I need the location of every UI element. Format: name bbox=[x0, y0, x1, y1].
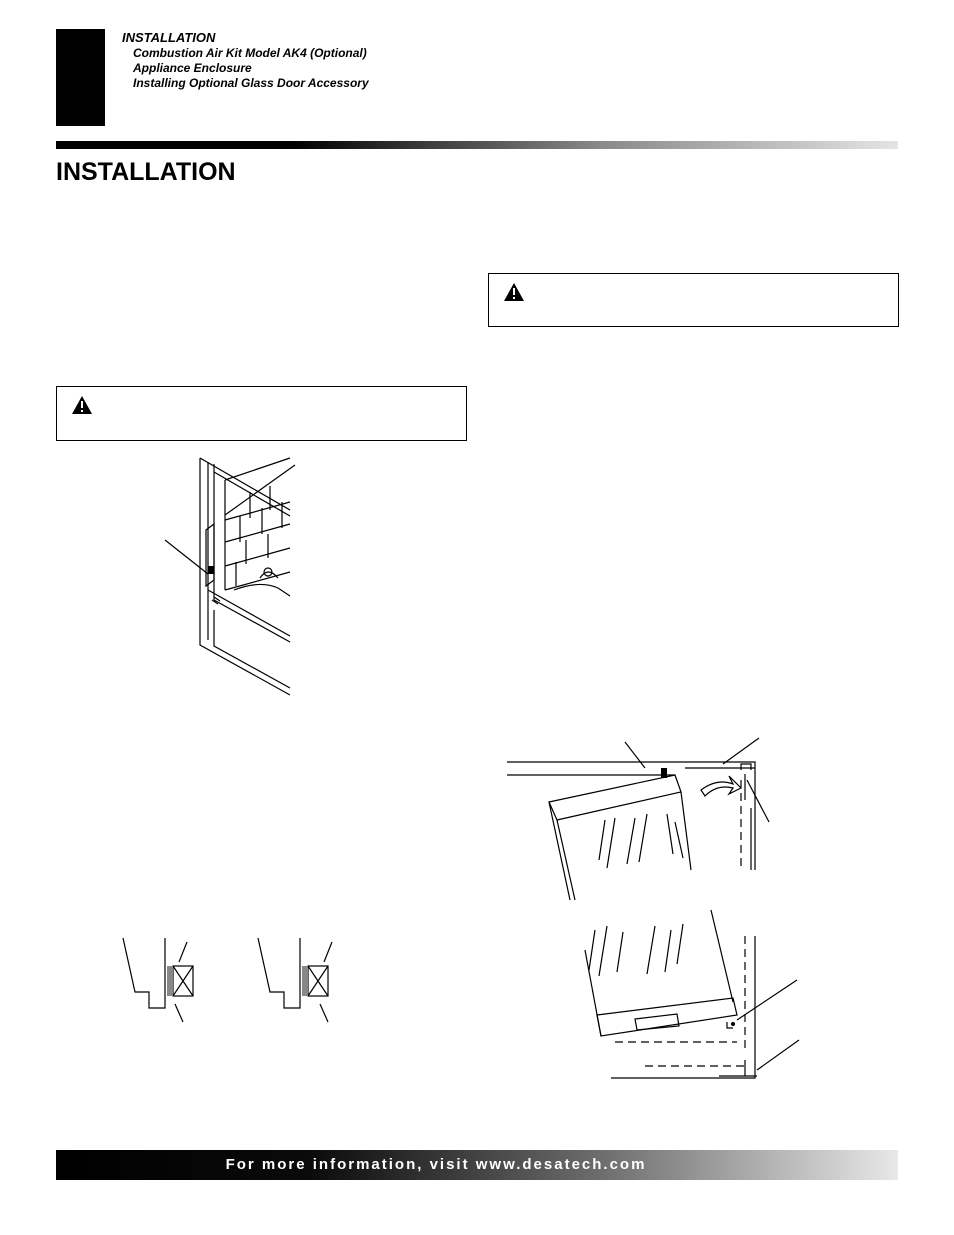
warning-triangle-icon bbox=[504, 283, 524, 301]
header-gradient-rule bbox=[56, 141, 898, 149]
header-toc: INSTALLATION Combustion Air Kit Model AK… bbox=[122, 30, 369, 91]
warning-box-left bbox=[56, 386, 467, 441]
toc-item[interactable]: Appliance Enclosure bbox=[133, 61, 252, 75]
warning-triangle-icon bbox=[72, 396, 92, 414]
section-tab-block bbox=[56, 29, 105, 126]
footer-bar: For more information, visit www.desatech… bbox=[56, 1150, 898, 1180]
wall-section-figure-a bbox=[122, 937, 194, 1023]
toc-item[interactable]: Combustion Air Kit Model AK4 (Optional) bbox=[133, 46, 367, 60]
glass-door-figure bbox=[507, 737, 800, 1079]
wall-section-figure-b bbox=[257, 937, 333, 1023]
fireplace-figure bbox=[164, 457, 296, 696]
page-title: INSTALLATION bbox=[56, 158, 236, 186]
footer-link-text[interactable]: For more information, visit www.desatech… bbox=[225, 1156, 647, 1173]
toc-item[interactable]: Installing Optional Glass Door Accessory bbox=[133, 76, 369, 90]
toc-section-title: INSTALLATION bbox=[122, 30, 216, 45]
warning-box-right bbox=[488, 273, 899, 327]
